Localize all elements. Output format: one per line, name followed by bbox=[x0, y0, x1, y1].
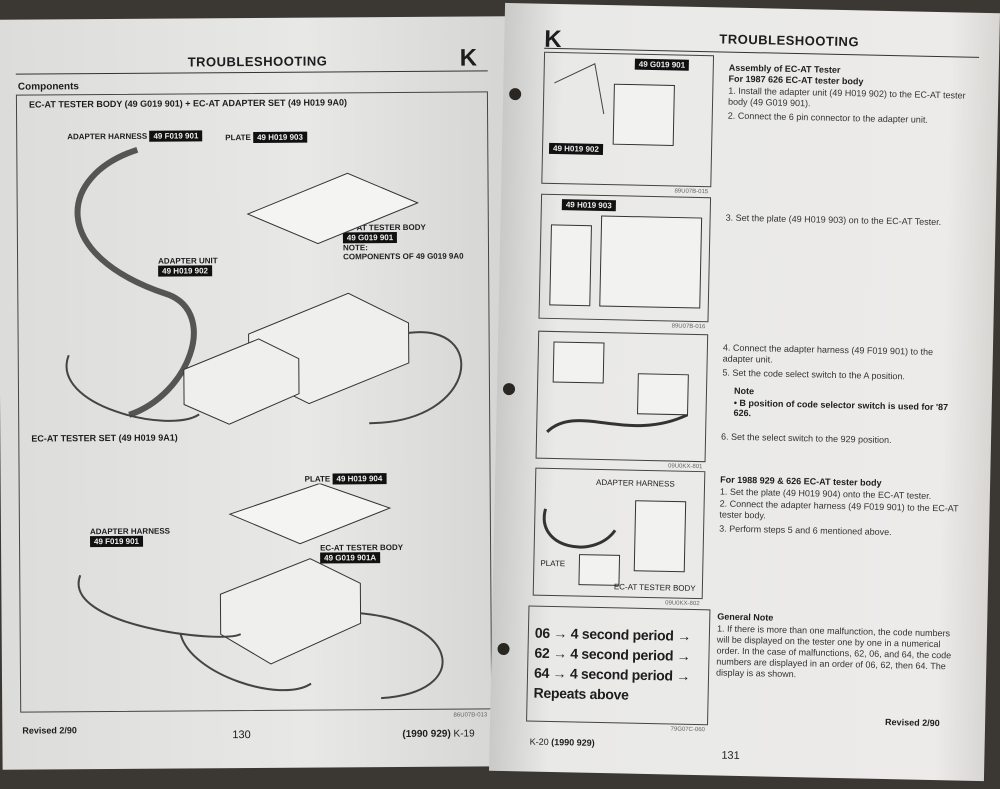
page-header: TROUBLESHOOTING bbox=[187, 53, 328, 70]
tester-set-illustration bbox=[542, 500, 687, 586]
figure-tester-set: ADAPTER HARNESS PLATE EC-AT TESTER BODY … bbox=[532, 467, 706, 607]
components-figure: EC-AT TESTER BODY (49 G019 901) + EC-AT … bbox=[15, 91, 493, 719]
step-3: 3. Set the plate (49 H019 903) on to the… bbox=[725, 212, 942, 228]
harness-label: ADAPTER HARNESS bbox=[595, 477, 675, 489]
revised-note: Revised 2/90 bbox=[885, 717, 940, 729]
code-display-sequence: 06 → 4 second period → 62 → 4 second per… bbox=[526, 605, 711, 733]
step2-2: 2. Connect the adapter harness (49 F019 … bbox=[719, 498, 959, 521]
step-4: 4. Connect the adapter harness (49 F019 … bbox=[722, 342, 934, 365]
revised-note: Revised 2/90 bbox=[22, 725, 77, 736]
section-title: Components bbox=[17, 81, 80, 93]
code-line: Repeats above bbox=[533, 684, 629, 703]
section-letter: K bbox=[544, 25, 562, 54]
step2-3: 3. Perform steps 5 and 6 mentioned above… bbox=[719, 523, 892, 538]
step-2: 2. Connect the 6 pin connector to the ad… bbox=[727, 110, 928, 125]
tester-body-illustration bbox=[65, 146, 463, 425]
step-5: 5. Set the code select switch to the A p… bbox=[722, 367, 906, 382]
figure-code: 09U0KX-801 bbox=[668, 463, 703, 471]
step-6: 6. Set the select switch to the 929 posi… bbox=[720, 431, 892, 446]
figure-code: 79G07C-060 bbox=[670, 726, 705, 734]
right-page: K TROUBLESHOOTING 49 G019 901 49 H019 90… bbox=[489, 2, 1000, 782]
figure-code: 09U0KX-802 bbox=[665, 600, 700, 608]
note-text: • B position of code selector switch is … bbox=[733, 397, 949, 419]
tester-body-label: EC-AT TESTER BODY bbox=[613, 582, 696, 594]
general-note-title: General Note bbox=[717, 611, 774, 623]
note-title: Note bbox=[733, 385, 755, 397]
general-note-text: 1. If there is more than one malfunction… bbox=[716, 623, 952, 680]
subtitle-1987: For 1987 626 EC-AT tester body bbox=[728, 73, 864, 87]
figure-code: 89U07B-016 bbox=[671, 323, 706, 331]
page-number: 130 bbox=[232, 729, 251, 742]
page-number: 131 bbox=[721, 749, 740, 762]
tester-set-illustration bbox=[77, 483, 444, 700]
plate-illustration bbox=[549, 215, 703, 309]
figure-plate: 49 H019 903 89U07B-016 bbox=[538, 193, 712, 330]
plate-label: PLATE bbox=[540, 558, 566, 569]
section-letter: K bbox=[459, 44, 478, 72]
figure-harness: 09U0KX-801 bbox=[535, 330, 709, 470]
harness-illustration bbox=[546, 341, 689, 433]
figure1-title: EC-AT TESTER BODY (49 G019 901) + EC-AT … bbox=[28, 97, 348, 110]
figure-code: 89U07B-015 bbox=[674, 188, 709, 196]
footer-ref: (1990 929) K-19 bbox=[402, 728, 475, 740]
subtitle-1988: For 1988 929 & 626 EC-AT tester body bbox=[720, 474, 882, 488]
footer-ref: K-20 (1990 929) bbox=[529, 736, 595, 748]
figure-code: 86U07B-013 bbox=[453, 712, 488, 719]
step-1: 1. Install the adapter unit (49 H019 902… bbox=[727, 85, 966, 109]
page-header: TROUBLESHOOTING bbox=[719, 31, 860, 50]
left-page: TROUBLESHOOTING K Components EC-AT TESTE… bbox=[0, 16, 513, 770]
adapter-unit-illustration bbox=[554, 63, 675, 146]
figure2-title: EC-AT TESTER SET (49 H019 9A1) bbox=[31, 432, 178, 444]
figure-adapter-unit: 49 G019 901 49 H019 902 89U07B-015 bbox=[541, 51, 715, 195]
